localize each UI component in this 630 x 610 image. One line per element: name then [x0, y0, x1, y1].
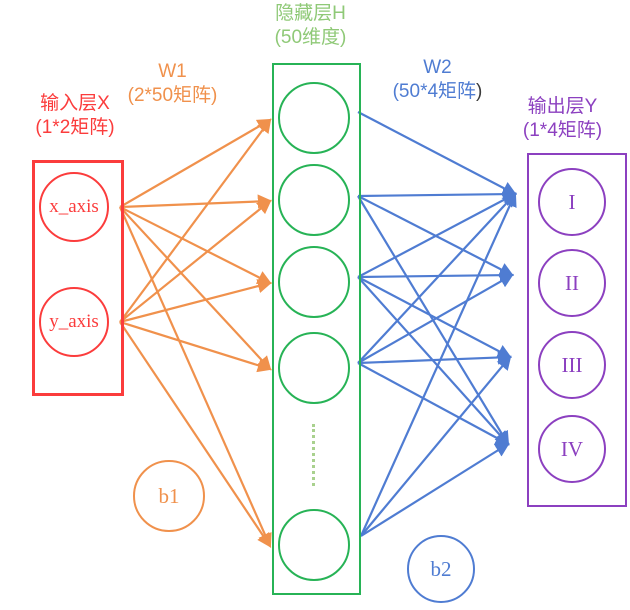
output-node-1: I — [538, 168, 606, 236]
w1-connection-arrow — [119, 194, 273, 209]
w2-connection-arrow — [357, 268, 515, 283]
output-node-4: IV — [538, 415, 606, 483]
w1-subtitle: (2*50矩阵) — [127, 85, 218, 106]
output-node-1-label: I — [568, 189, 576, 214]
w2-connection-arrow — [357, 192, 517, 364]
input-layer-subtitle: (1*2矩阵) — [35, 117, 115, 138]
w2-subtitle-main: (50*4矩阵 — [392, 81, 477, 102]
hidden-node-1 — [278, 82, 350, 154]
w1-label: W1 (2*50矩阵) — [110, 60, 235, 108]
input-node-y-axis-label: y_axis — [49, 311, 99, 332]
output-node-2-label: II — [565, 270, 579, 295]
w1-connection-arrow — [119, 320, 273, 373]
w1-connection-arrow — [119, 206, 272, 371]
output-layer-title: 输出层Y (1*4矩阵) — [500, 95, 625, 143]
hidden-ellipsis-icon — [312, 424, 315, 486]
w1-title: W1 — [158, 61, 187, 82]
w2-connection-arrow — [357, 195, 514, 276]
input-layer-title: 输入层X (1*2矩阵) — [5, 92, 145, 140]
w2-connection-arrow — [357, 276, 510, 446]
w2-connection-arrow — [357, 276, 512, 358]
hidden-layer-title: 隐藏层H (50维度) — [248, 2, 373, 50]
input-node-x-axis-label: x_axis — [49, 196, 99, 217]
input-node-y-axis: y_axis — [39, 287, 109, 357]
w2-subtitle-paren: ) — [476, 81, 483, 102]
w2-connection-arrow — [357, 111, 517, 195]
input-layer-box — [32, 160, 124, 396]
hidden-layer-box — [272, 63, 361, 595]
bias-b2-label: b2 — [430, 556, 452, 581]
w1-connection-arrow — [119, 279, 273, 324]
bias-node-b1: b1 — [133, 460, 205, 532]
hidden-layer-subtitle: (50维度) — [274, 27, 347, 48]
bias-b1-label: b1 — [158, 483, 180, 508]
hidden-node-4 — [278, 332, 350, 404]
hidden-node-3 — [278, 246, 350, 318]
hidden-node-2 — [278, 164, 350, 236]
w2-connection-arrow — [357, 192, 517, 278]
output-layer-subtitle: (1*4矩阵) — [522, 120, 603, 141]
w1-connection-arrow — [119, 206, 272, 284]
w2-connection-arrow — [357, 350, 513, 365]
w1-connection-arrow — [119, 118, 272, 323]
input-node-x-axis: x_axis — [39, 172, 109, 242]
w2-connection-arrow — [357, 273, 514, 364]
output-layer-box — [527, 153, 627, 507]
w1-connection-arrow — [119, 199, 272, 323]
hidden-node-n — [278, 509, 350, 581]
hidden-layer-title-text: 隐藏层H — [275, 3, 346, 24]
output-node-3: III — [538, 331, 606, 399]
w2-connection-arrow — [359, 192, 517, 537]
w2-connection-arrow — [357, 187, 518, 202]
w2-connection-arrow — [357, 195, 510, 446]
w2-connection-arrow — [357, 362, 510, 446]
output-node-3-label: III — [561, 352, 583, 377]
output-node-4-label: IV — [560, 436, 584, 461]
w2-title: W2 — [423, 57, 452, 78]
w2-connection-arrow — [360, 442, 510, 537]
output-layer-title-text: 输出层Y — [527, 96, 598, 117]
w2-connection-arrow — [360, 355, 512, 537]
input-layer-title-text: 输入层X — [40, 93, 110, 114]
output-node-2: II — [538, 249, 606, 317]
bias-node-b2: b2 — [407, 535, 475, 603]
w2-label: W2 (50*4矩阵) — [375, 56, 500, 104]
w2-subtitle: (50*4矩阵) — [375, 80, 500, 104]
